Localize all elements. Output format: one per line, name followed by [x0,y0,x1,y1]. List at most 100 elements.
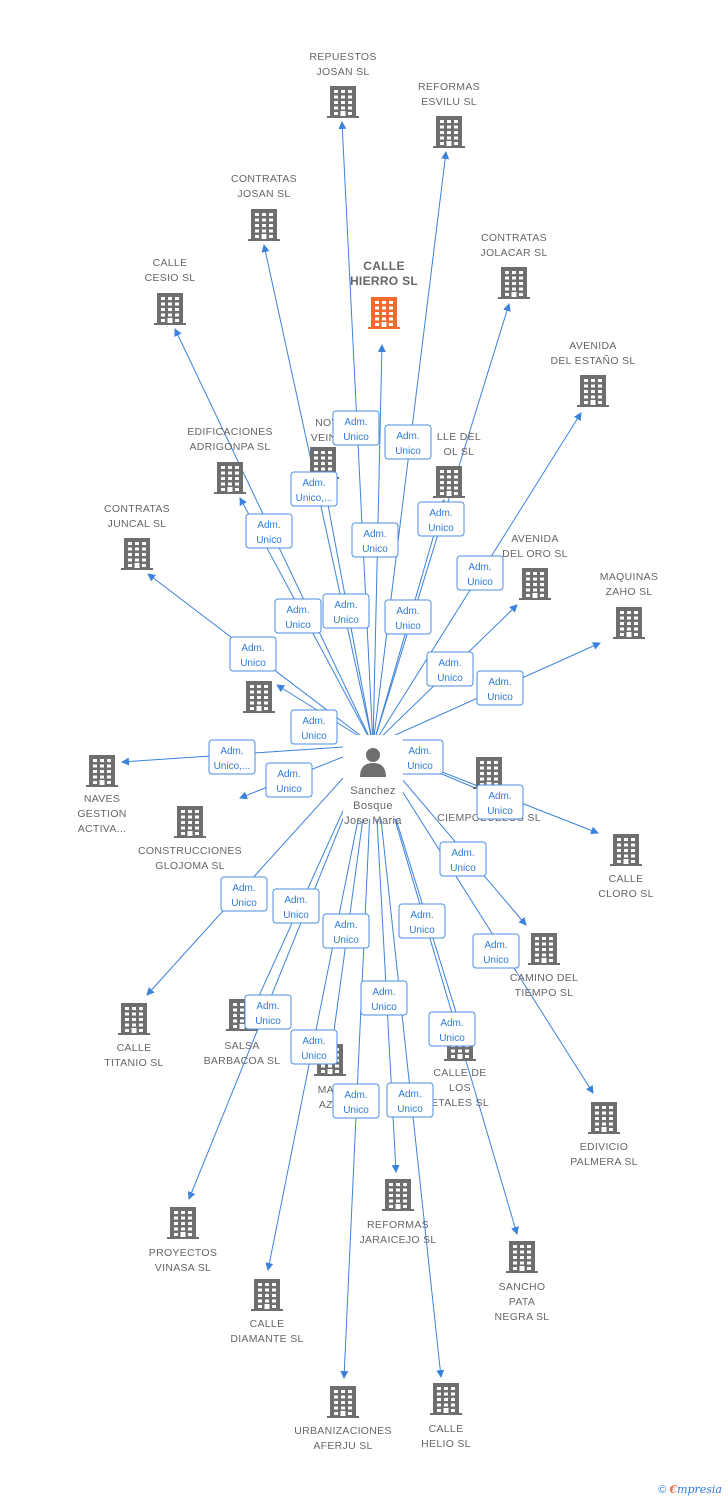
relation-label-calle-de-los-metales[interactable]: Adm.Unico [398,903,446,939]
relation-label-calle-del-sol[interactable]: Adm.Unico [384,424,432,460]
building-icon [174,806,206,838]
relation-label-reformas-jaraicejo[interactable]: Adm.Unico [360,980,408,1016]
relation-label-ed-ciempozuelos[interactable]: Adm.Unico [396,739,444,775]
relation-label-contratas-jolacar[interactable]: Adm. Unico [417,501,465,537]
relation-label-line: Adm. [334,600,357,611]
relation-label-line: Unico [487,806,513,817]
relation-label-line: Adm. [488,677,511,688]
company-node-calle-cesio[interactable]: CALLE CESIO SL [145,257,196,325]
relation-label-construcciones-glojoma[interactable]: Adm.Unico [265,762,313,798]
relation-label-naves-gestion[interactable]: Adm.Unico,... [208,739,256,775]
relation-label-line: Unico [333,615,359,626]
company-label-line: PATA [509,1296,535,1308]
relation-label-maquinas-azor[interactable]: Adm.Unico [322,913,370,949]
relation-labels-layer: Adm.UnicoAdm.UnicoAdm.UnicoAdm.UnicoAdm.… [208,410,524,1119]
relation-label-avenida-del-oro[interactable]: Adm.Unico [426,651,474,687]
relation-label-calle-titanio[interactable]: Adm.Unico [220,876,268,912]
relation-label-salsa-barbacoa[interactable]: Adm. Unico [272,888,320,924]
relation-label-line: Adm. [440,1018,463,1029]
relation-label-line: Adm. [284,895,307,906]
relation-label-line: Unico [231,898,257,909]
relation-label-calle-cloro[interactable]: Adm.Unico [476,784,524,820]
company-label-line: LLE DEL [437,431,481,443]
relation-label-sancho-pata-negra[interactable]: Adm.Unico [428,1011,476,1047]
company-label-line: HIERRO SL [350,274,418,288]
relation-label-repuestos-josan[interactable]: Adm.Unico [351,522,399,558]
relation-label-calle-diamante[interactable]: Adm.Unico [290,1029,338,1065]
relation-label-maquinas-zaho[interactable]: Adm. Unico [476,670,524,706]
relation-label-line: Adm. [302,478,325,489]
building-icon [528,933,560,965]
relation-label-line: Adm. [220,746,243,757]
relation-label-contratas-juncal[interactable]: Adm.Unico [229,636,277,672]
company-label-line: CALLE [153,257,188,269]
edge-sancho-pata-negra [372,744,519,1235]
company-label-line: CALLE [250,1318,285,1330]
relation-label-proyectos-vinasa[interactable]: Adm.Unico [244,994,292,1030]
building-icon [327,86,359,118]
relation-label-nov-veint[interactable]: Adm.Unico,... [290,471,338,507]
person-icon [360,748,386,777]
relation-label-calle-helio[interactable]: Adm.Unico [386,1082,434,1118]
relation-label-line: Unico [428,523,454,534]
footer-credit: © €mpresia [658,1483,722,1496]
relation-label-line: Unico [395,446,421,457]
relation-label-line: Adm. [398,1089,421,1100]
company-label-line: CESIO SL [145,272,196,284]
building-icon [588,1102,620,1134]
relation-label-line: Adm. [429,508,452,519]
company-node-naves-gestion[interactable]: NAVESGESTIONACTIVA... [77,755,126,835]
relation-label-line: Adm. [256,1001,279,1012]
relation-label-avenida-estano[interactable]: Adm.Unico [456,555,504,591]
relation-label-line: Unico [407,761,433,772]
company-label-line: JOSAN SL [316,66,369,78]
relation-label-edificaciones-adrigonpa[interactable]: Adm.Unico [290,709,338,745]
building-icon [118,1003,150,1035]
building-icon [433,116,465,148]
relation-label-calle-hierro[interactable]: Adm.Unico [332,410,380,446]
building-icon [473,757,505,789]
relation-label-line: Unico [487,692,513,703]
company-label-line: ACTIVA... [78,823,127,835]
edge-calle-diamante [265,744,374,1271]
relation-label-reformas-esvilu[interactable]: Adm.Unico [384,599,432,635]
relation-label-camino-del-tiempo[interactable]: Adm.Unico [439,841,487,877]
relation-label-calle-el-r[interactable]: Adm. Unico [322,593,370,629]
relation-label-contratas-josan[interactable]: Adm. Unico [274,598,322,634]
person-name-line: Sanchez [350,785,396,797]
relation-label-edivicio-palmera[interactable]: Adm.Unico [472,933,520,969]
relation-label-line: Adm. [286,605,309,616]
company-label-line: LOS [449,1082,471,1094]
building-icon [86,755,118,787]
building-icon [121,538,153,570]
relation-label-line: Unico [285,620,311,631]
company-label-line: JOSAN SL [237,188,290,200]
relation-label-urbanizaciones-aferju[interactable]: Adm.Unico [332,1083,380,1119]
relation-label-line: Unico [283,910,309,921]
relation-label-line: Unico [333,935,359,946]
relation-label-calle-cesio[interactable]: Adm.Unico [245,513,293,549]
